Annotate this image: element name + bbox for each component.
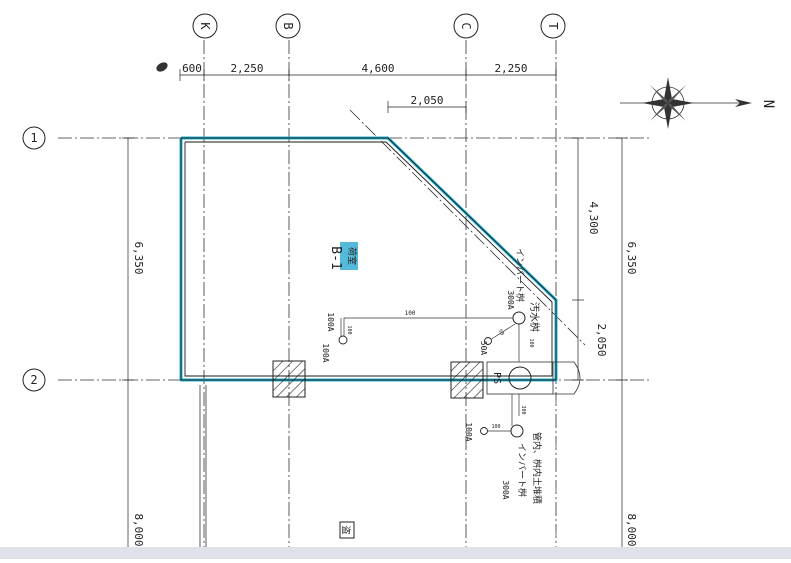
- axis-bubble-t: T: [540, 13, 566, 39]
- axis-label-t: T: [546, 22, 560, 29]
- pipe-label-100-b: 100: [346, 325, 352, 334]
- axis-bubble-1: 1: [22, 126, 46, 150]
- axis-bubble-b: B: [275, 13, 301, 39]
- grid-line-diagonal: [349, 109, 586, 346]
- column-c2: [450, 361, 484, 399]
- dim-4600: 4,600: [361, 62, 394, 75]
- north-label: N: [760, 100, 776, 108]
- label-lower-subtitle: インバート桝: [516, 443, 528, 497]
- dim-8000-left: 8,000: [132, 513, 145, 546]
- dim-2050-right: 2,050: [595, 323, 608, 356]
- dim-600: 600: [182, 62, 202, 75]
- ink-blot: [156, 62, 168, 72]
- drain-pipes-lower: 300 100: [480, 394, 526, 438]
- axis-label-2: 2: [30, 373, 37, 387]
- right-dimension: 4,300 2,050 6,350 8,000: [572, 137, 638, 550]
- label-100a-2: 100A: [321, 343, 330, 362]
- room-stamp: 荷室 B-1: [328, 242, 358, 270]
- stack-subtitle: インバート桝: [514, 248, 526, 302]
- drain-pipes-upper: 100 100 100 50: [338, 310, 534, 362]
- compass-rose: N: [620, 77, 776, 129]
- ps-label: PS: [491, 372, 502, 384]
- axis-bubble-k: K: [192, 13, 218, 39]
- pipe-label-100-c: 100: [528, 338, 534, 347]
- pipe-label-50: 50: [497, 328, 505, 336]
- label-lower-100a: 100A: [464, 422, 473, 441]
- label-50a: 50A: [479, 341, 488, 356]
- bottom-scan-edge: [0, 547, 791, 559]
- top-dimension: 600 2,250 4,600 2,250 2,050: [179, 62, 557, 113]
- label-lower-size: 300A: [501, 480, 510, 499]
- stack-size: 300A: [506, 290, 515, 309]
- ps-area: PS: [486, 361, 581, 395]
- stack-title: 汚水桝: [528, 302, 541, 332]
- axis-label-c: C: [459, 22, 473, 29]
- room-tag: 荷室: [346, 247, 358, 265]
- axis-label-k: K: [198, 22, 212, 30]
- pipe-label-300: 300: [520, 405, 526, 414]
- axis-bubble-2: 2: [22, 368, 46, 392]
- axis-label-1: 1: [30, 131, 37, 145]
- bottom-tag-label: 盗: [340, 525, 352, 534]
- axis-label-b: B: [281, 22, 295, 29]
- bottom-tag: 盗: [339, 521, 355, 539]
- dim-2250-right: 2,250: [494, 62, 527, 75]
- dim-2250-left: 2,250: [230, 62, 263, 75]
- dim-8000-right: 8,000: [625, 513, 638, 546]
- dim-4300-right: 4,300: [587, 201, 600, 234]
- column-b2: [272, 360, 306, 398]
- left-dimension: 6,350 8,000: [122, 137, 145, 550]
- label-lower-title: 管内、桝内土堆積: [531, 432, 543, 504]
- label-100a-1: 100A: [326, 312, 335, 331]
- axis-bubble-c: C: [453, 13, 479, 39]
- dim-6350-right: 6,350: [625, 241, 638, 274]
- building-outline: [179, 136, 558, 382]
- pipe-label-100-a: 100: [405, 310, 416, 317]
- pipe-label-100-e: 100: [491, 424, 500, 430]
- dim-2050-top: 2,050: [410, 94, 443, 107]
- room-stamp-label: B-1: [328, 246, 343, 269]
- dim-6350-left: 6,350: [132, 241, 145, 274]
